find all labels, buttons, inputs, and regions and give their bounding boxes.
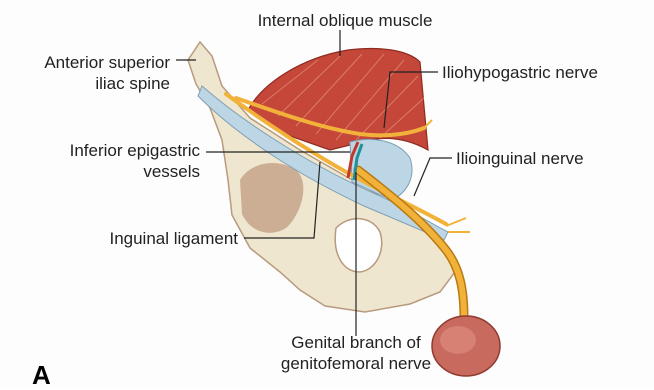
label-inferior-epigastric: Inferior epigastric vessels <box>10 140 200 182</box>
label-ilioinguinal: Ilioinguinal nerve <box>456 148 584 169</box>
label-genital-branch-line2: genitofemoral nerve <box>248 353 464 374</box>
label-iliohypogastric: Iliohypogastric nerve <box>442 62 598 83</box>
panel-letter: A <box>32 362 51 388</box>
label-asis-line1: Anterior superior <box>10 52 170 73</box>
obturator-foramen <box>335 219 382 272</box>
label-asis-line2: iliac spine <box>10 73 170 94</box>
label-genital-branch-line1: Genital branch of <box>248 332 464 353</box>
label-inguinal-ligament: Inguinal ligament <box>10 228 238 249</box>
label-asis: Anterior superior iliac spine <box>10 52 170 94</box>
label-genital-branch: Genital branch of genitofemoral nerve <box>248 332 464 374</box>
label-inferior-epigastric-line1: Inferior epigastric <box>10 140 200 161</box>
label-inferior-epigastric-line2: vessels <box>10 161 200 182</box>
label-internal-oblique: Internal oblique muscle <box>230 10 460 31</box>
